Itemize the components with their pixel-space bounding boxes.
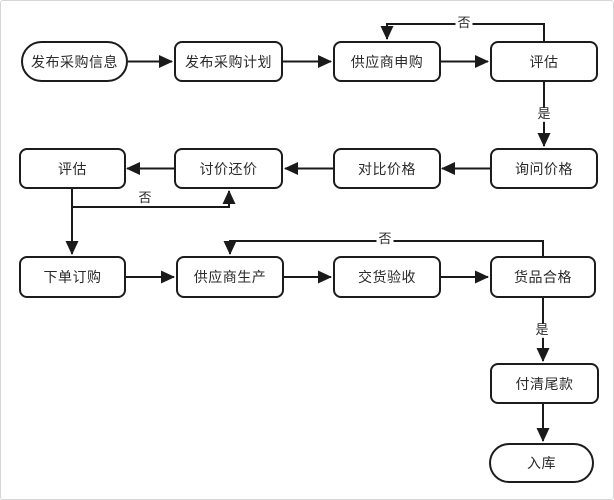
edge-label-yes-evaluate1: 是: [535, 106, 553, 123]
node-compare-price: 对比价格: [333, 148, 441, 189]
node-delivery-accept: 交货验收: [333, 256, 441, 298]
node-inquire-price: 询问价格: [490, 148, 598, 189]
node-evaluate-1: 评估: [490, 41, 598, 82]
node-bargain: 讨价还价: [174, 148, 283, 189]
node-pay-balance: 付清尾款: [490, 363, 599, 404]
node-publish-plan: 发布采购计划: [174, 41, 283, 82]
edge-label-no-evaluate1: 否: [455, 15, 473, 32]
node-supplier-produce: 供应商生产: [176, 256, 284, 298]
node-goods-qualified: 货品合格: [490, 256, 596, 298]
node-evaluate-2: 评估: [19, 148, 126, 189]
edge-label-yes-goods-qualified: 是: [533, 322, 551, 339]
edge-label-no-goods-qualified: 否: [376, 231, 394, 248]
node-place-order: 下单订购: [19, 256, 126, 298]
node-warehouse: 入库: [489, 443, 594, 483]
node-publish-info: 发布采购信息: [21, 41, 128, 82]
edge-label-no-evaluate2: 否: [136, 190, 154, 207]
node-supplier-apply: 供应商申购: [333, 41, 441, 82]
